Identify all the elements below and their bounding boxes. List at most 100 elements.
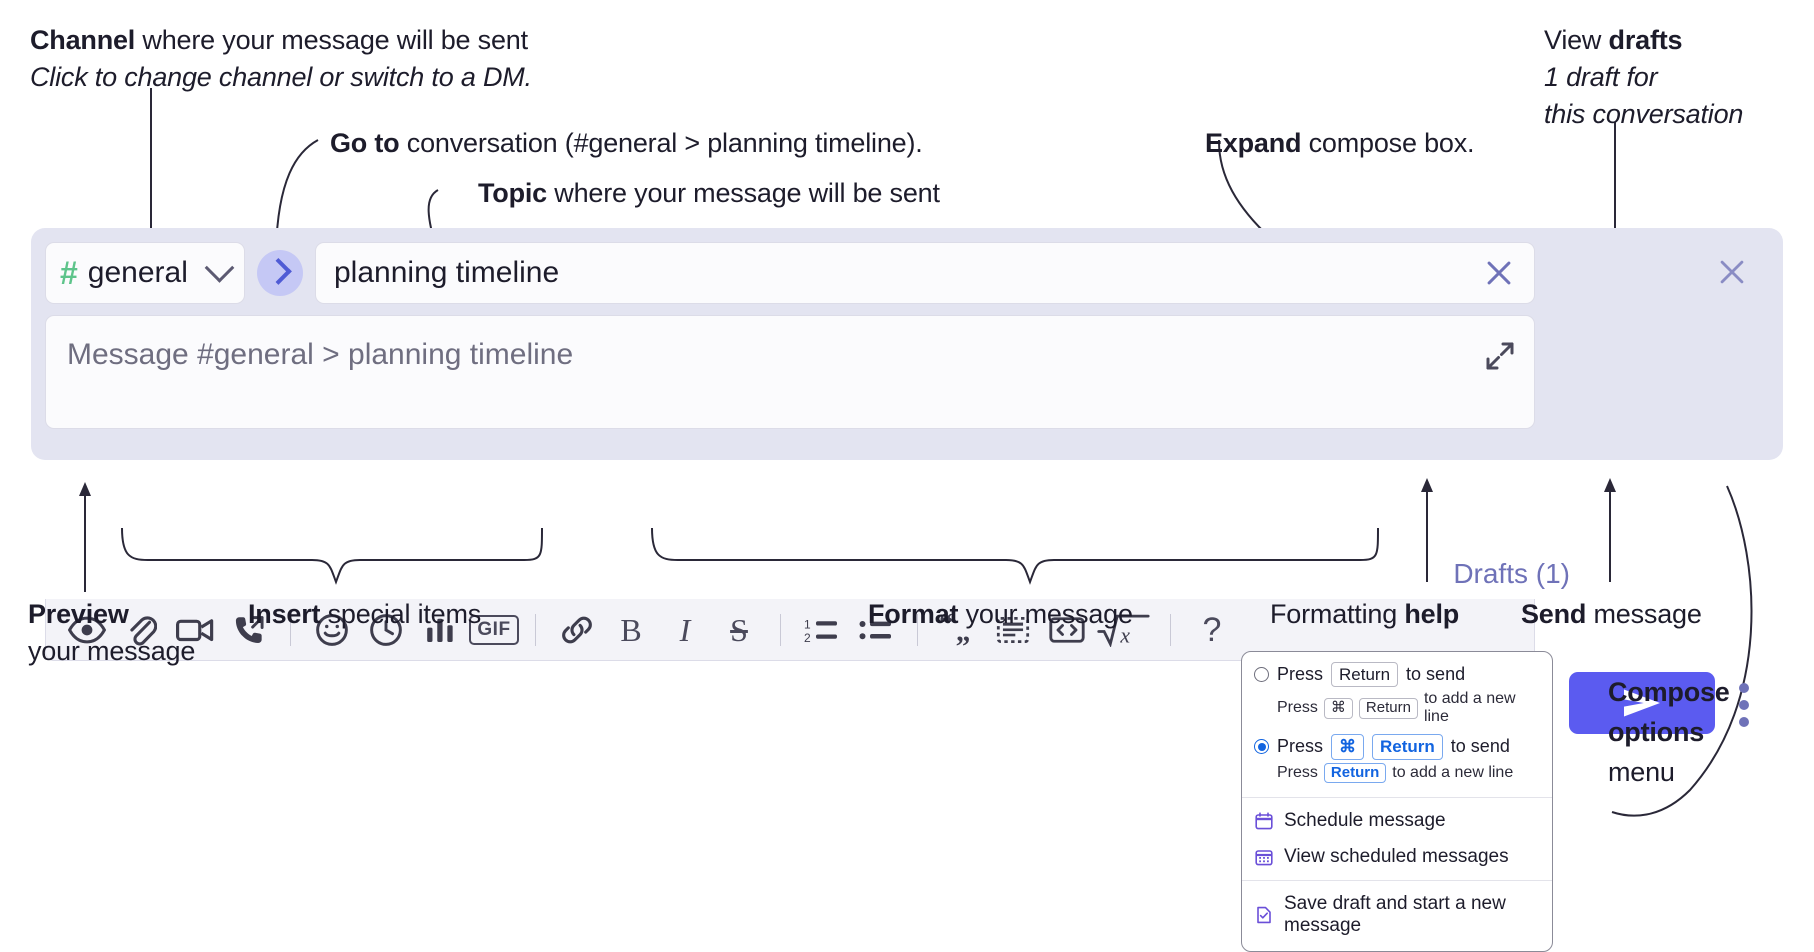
schedule-group: Schedule message View scheduled messages <box>1242 798 1552 880</box>
compose-inner: # general planning timeline Message #gen… <box>45 242 1535 429</box>
annotation-drafts: View drafts 1 draft for this conversatio… <box>1544 22 1814 133</box>
annotation-compose-options-bold1: Compose <box>1608 677 1730 707</box>
annotation-insert-rest: special items <box>320 599 482 629</box>
clock-icon[interactable] <box>359 608 413 652</box>
annotation-format: Format your message <box>868 596 1268 633</box>
annotation-help-bold: help <box>1404 599 1460 629</box>
toolbar-separator <box>917 613 918 646</box>
italic-icon[interactable]: I <box>658 608 712 652</box>
math-icon[interactable]: x <box>1094 608 1156 652</box>
annotation-drafts-plain: View <box>1544 25 1609 55</box>
radio2-subtext: Press Return to add a new line <box>1277 762 1540 784</box>
expand-icon[interactable] <box>1482 338 1518 374</box>
hash-icon: # <box>60 255 78 291</box>
huddle-icon[interactable] <box>222 608 276 652</box>
toolbar-separator <box>535 613 536 646</box>
annotation-insert: Insert special items <box>248 596 648 633</box>
draft-group: Save draft and start a new message <box>1242 881 1552 951</box>
kebab-dot <box>1739 683 1749 693</box>
send-button[interactable] <box>1569 672 1715 734</box>
strikethrough-label: S <box>730 611 748 648</box>
message-input[interactable]: Message #general > planning timeline <box>45 315 1535 429</box>
send-icon <box>1624 689 1660 717</box>
radio1-subtext: Press ⌘ Return to add a new line <box>1277 690 1540 726</box>
annotation-drafts-bold: drafts <box>1608 25 1683 55</box>
clear-topic-icon[interactable] <box>1482 256 1516 290</box>
drafts-link[interactable]: Drafts (1) <box>1453 558 1570 589</box>
annotation-insert-bold: Insert <box>248 599 321 629</box>
channel-selector[interactable]: # general <box>45 242 245 304</box>
compose-options-menu: Press Return to send Press ⌘ Return to a… <box>1241 651 1553 952</box>
toolbar-separator <box>1170 613 1171 646</box>
calendar-grid-icon <box>1255 850 1273 866</box>
blockquote-icon[interactable]: “„ <box>932 608 986 652</box>
radio2-key2: Return <box>1372 734 1443 760</box>
goto-conversation-button[interactable] <box>257 250 303 296</box>
radio1-key: Return <box>1331 662 1399 688</box>
annotation-goto: Go to conversation (#general > planning … <box>330 125 1070 162</box>
annotation-compose-options-bold2: options <box>1608 717 1705 747</box>
radio1-sub-key1: ⌘ <box>1323 697 1353 719</box>
poll-icon[interactable] <box>413 608 467 652</box>
annotation-help: Formatting help <box>1270 596 1590 633</box>
gif-icon[interactable]: GIF <box>467 608 521 652</box>
strikethrough-icon[interactable]: S <box>712 608 766 652</box>
svg-text:x: x <box>1119 623 1130 647</box>
bold-label: B <box>620 611 642 648</box>
menu-item-schedule-message[interactable]: Schedule message <box>1242 803 1552 839</box>
annotation-expand-rest: compose box. <box>1301 128 1475 158</box>
annotation-expand-bold: Expand <box>1205 128 1302 158</box>
annotation-help-plain: Formatting <box>1270 599 1405 629</box>
topic-input[interactable]: planning timeline <box>315 242 1535 304</box>
menu-item-save-draft[interactable]: Save draft and start a new message <box>1242 886 1552 944</box>
code-block-icon[interactable] <box>1040 608 1094 652</box>
formatting-help-icon[interactable]: ? <box>1185 608 1239 652</box>
annotation-topic-rest: where your message will be sent <box>547 178 940 208</box>
radio-option-cmd-return[interactable]: Press ⌘ Return to send <box>1254 734 1540 760</box>
annotation-drafts-italic2: this conversation <box>1544 99 1744 129</box>
annotation-preview-bold: Preview <box>28 599 129 629</box>
radio-option-return[interactable]: Press Return to send <box>1254 662 1540 688</box>
annotation-expand: Expand compose box. <box>1205 125 1605 162</box>
channel-name-label: general <box>87 256 188 289</box>
menu-item-view-scheduled-messages[interactable]: View scheduled messages <box>1242 839 1552 875</box>
annotation-send: Send message <box>1521 596 1814 633</box>
radio-icon-selected[interactable] <box>1254 739 1269 755</box>
svg-text:2: 2 <box>804 631 811 645</box>
radio1-sub-post: to add a new line <box>1423 690 1516 726</box>
radio1-sub-key2: Return <box>1358 697 1418 719</box>
annotation-format-bold: Format <box>868 599 959 629</box>
annotation-send-bold: Send <box>1521 599 1587 629</box>
radio1-post: to send <box>1406 664 1466 685</box>
bold-icon[interactable]: B <box>604 608 658 652</box>
compose-options-button[interactable] <box>1739 683 1749 727</box>
attachment-icon[interactable] <box>114 608 168 652</box>
send-shortcut-options: Press Return to send Press ⌘ Return to a… <box>1242 652 1552 797</box>
radio2-key1: ⌘ <box>1331 734 1365 760</box>
code-icon[interactable] <box>986 608 1040 652</box>
annotation-preview-rest: your message <box>28 636 196 666</box>
radio-icon[interactable] <box>1254 667 1269 683</box>
annotation-goto-bold: Go to <box>330 128 400 158</box>
annotation-send-rest: message <box>1586 599 1702 629</box>
svg-text:„: „ <box>956 615 971 645</box>
menu-divider <box>1242 797 1552 799</box>
emoji-icon[interactable] <box>305 608 359 652</box>
link-icon[interactable] <box>550 608 604 652</box>
video-icon[interactable] <box>168 608 222 652</box>
svg-text:“: “ <box>939 614 954 640</box>
svg-text:1: 1 <box>804 617 811 631</box>
close-icon[interactable] <box>1715 255 1749 289</box>
help-label: ? <box>1202 610 1222 649</box>
compose-panel: # general planning timeline Message #gen… <box>31 228 1783 734</box>
bulleted-list-icon[interactable] <box>849 608 903 652</box>
annotation-goto-rest: conversation (#general > planning timeli… <box>399 128 923 158</box>
toolbar-separator <box>290 613 291 646</box>
radio2-sub-pre: Press <box>1277 763 1318 781</box>
preview-icon[interactable] <box>60 608 114 652</box>
radio2-post: to send <box>1450 736 1510 757</box>
menu-item-label: Schedule message <box>1284 810 1446 832</box>
annotation-channel: Channel where your message will be sent … <box>30 22 650 96</box>
